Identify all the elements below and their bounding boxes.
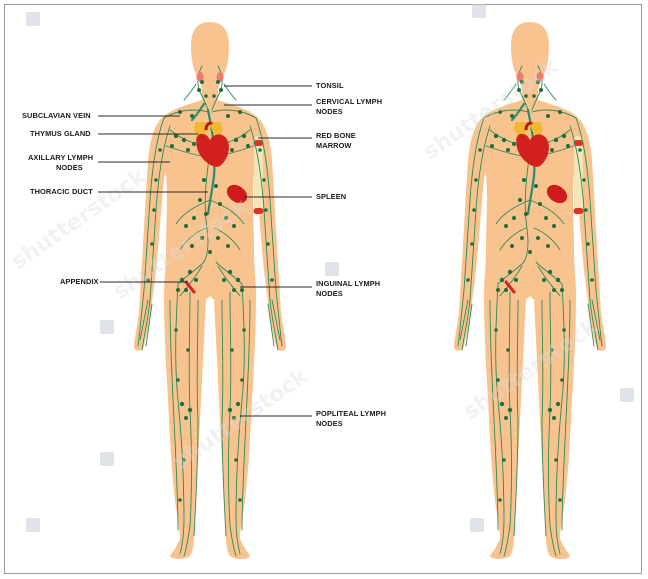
- label-tonsil: TONSIL: [316, 81, 344, 90]
- label-thymus: THYMUS GLAND: [30, 129, 91, 138]
- watermark-logo-icon-6: [26, 518, 40, 532]
- label-thoracic: THORACIC DUCT: [30, 187, 93, 196]
- watermark-logo-icon-7: [470, 518, 484, 532]
- label-cervical-line2: NODES: [316, 107, 343, 116]
- body-silhouette-left: [134, 22, 286, 559]
- body-silhouette-right: [454, 22, 606, 559]
- label-cervical-line1: CERVICAL LYMPH: [316, 97, 382, 106]
- watermark-logo-icon-2: [100, 320, 114, 334]
- label-subclavian: SUBCLAVIAN VEIN: [22, 111, 91, 120]
- bone-marrow-bone-left: [254, 136, 263, 216]
- label-spleen: SPLEEN: [316, 192, 346, 201]
- watermark-logo-icon-5: [100, 452, 114, 466]
- label-popliteal-line2: NODES: [316, 419, 343, 428]
- watermark-logo-icon-8: [472, 4, 486, 18]
- label-inguinal-line1: INGUINAL LYMPH: [316, 279, 380, 288]
- watermark-logo-icon-4: [620, 388, 634, 402]
- figure-right: [454, 22, 606, 559]
- bone-marrow-red-bottom-left: [254, 208, 264, 214]
- watermark-text-5: shutterstock: [7, 163, 152, 275]
- label-red-bone-line1: RED BONE: [316, 131, 356, 140]
- watermark-logo-icon-3: [325, 262, 339, 276]
- watermark-text-4: shutterstock: [459, 313, 604, 425]
- label-axillary-line1: AXILLARY LYMPH: [28, 153, 93, 162]
- label-axillary-line2: NODES: [56, 163, 83, 172]
- label-red-bone-line2: MARROW: [316, 141, 352, 150]
- bone-marrow-bone-right: [574, 136, 583, 216]
- label-inguinal-line2: NODES: [316, 289, 343, 298]
- bone-marrow-red-bottom-right: [574, 208, 584, 214]
- label-appendix: APPENDIX: [60, 277, 99, 286]
- watermark-logo-icon-1: [26, 12, 40, 26]
- figure-left: [134, 22, 286, 559]
- label-popliteal-line1: POPLITEAL LYMPH: [316, 409, 386, 418]
